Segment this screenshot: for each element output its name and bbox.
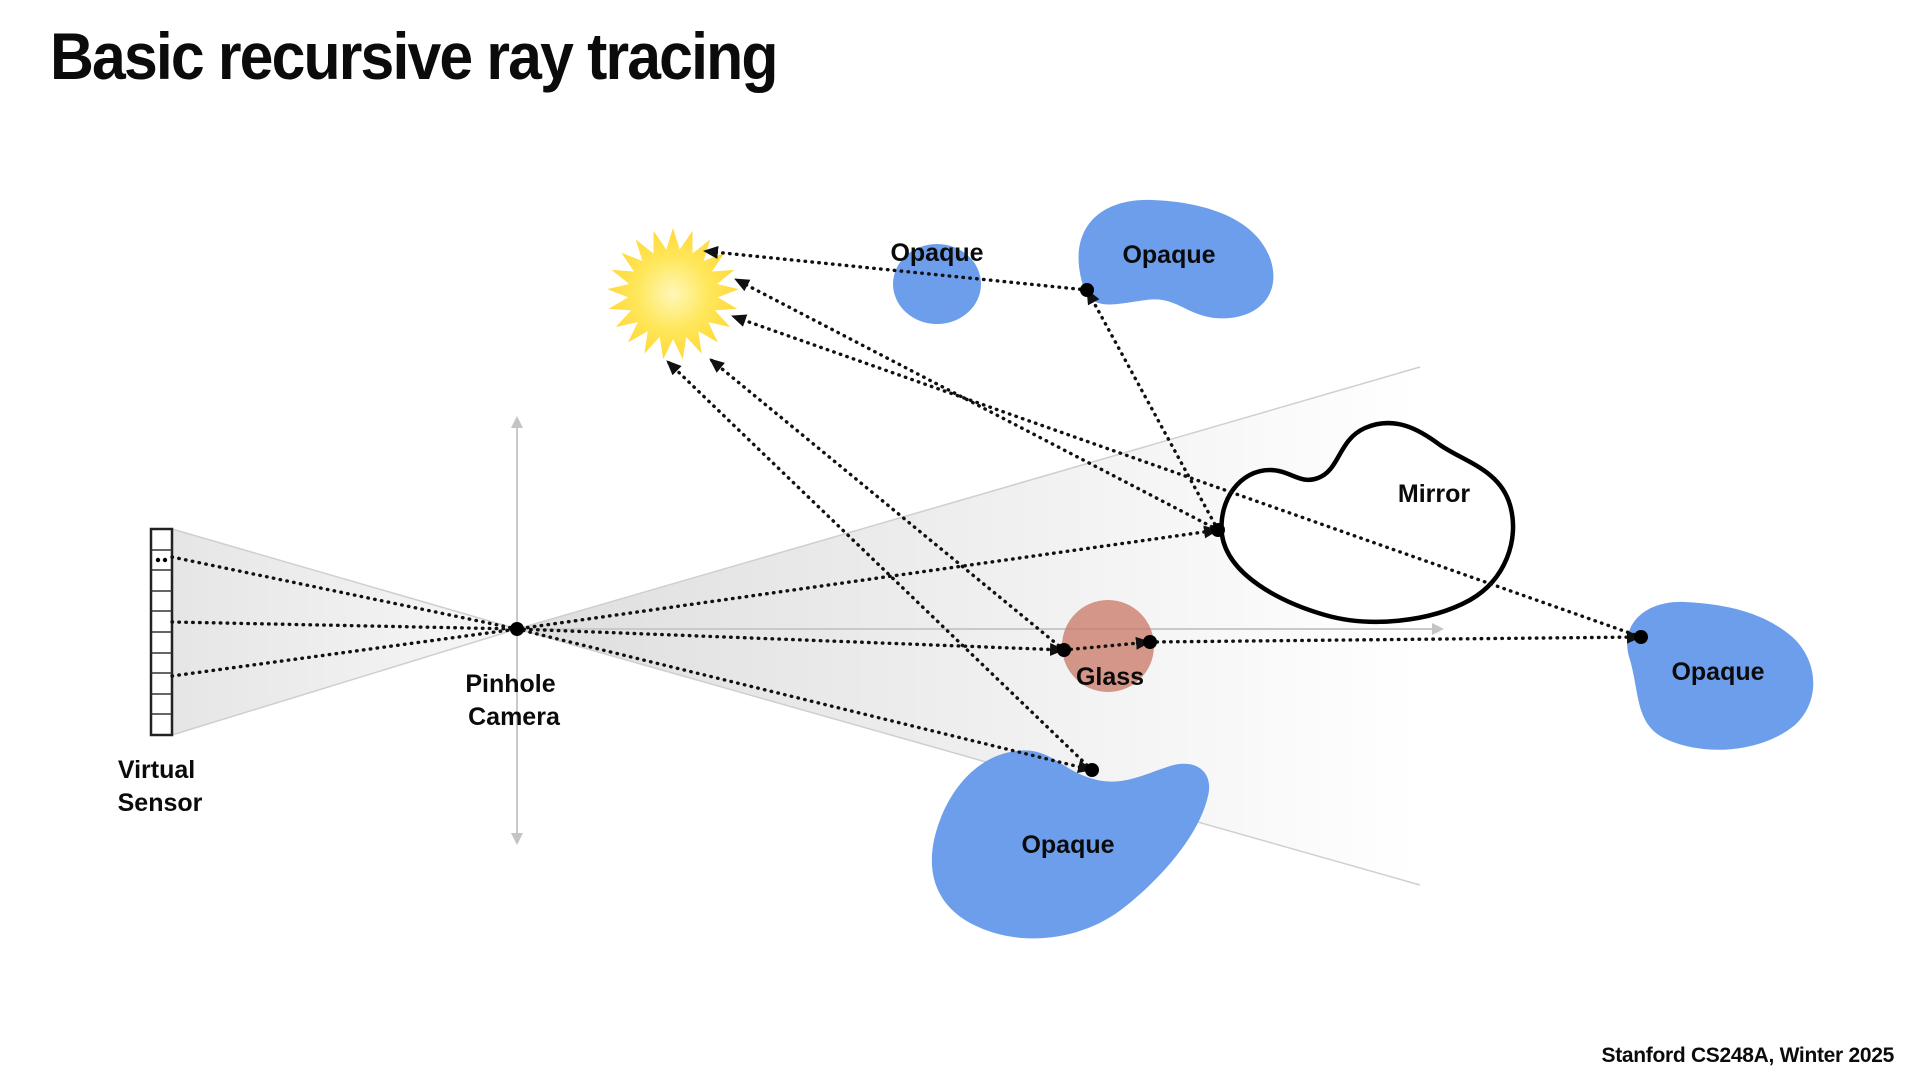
frustum-edge-bottom-left	[171, 628, 518, 736]
sensor-pixel-dot	[155, 557, 161, 563]
opaque-small-label: Opaque	[890, 239, 983, 267]
hit-point-right-opaque	[1634, 630, 1648, 644]
frustum-edge-bottom-right	[516, 628, 1421, 886]
opaque-bottom-label: Opaque	[1021, 831, 1114, 859]
glass-label: Glass	[1076, 663, 1144, 691]
opaque-top-label: Opaque	[1122, 241, 1215, 269]
sun-light-icon	[607, 228, 739, 360]
hit-point-top-opaque	[1080, 283, 1094, 297]
virtual-sensor-label-line1: Virtual	[118, 756, 195, 784]
pinhole-point	[510, 622, 524, 636]
hit-points	[510, 283, 1648, 777]
frustum-edge-top-left	[171, 528, 518, 630]
opaque-object-small	[893, 244, 981, 324]
slide-title: Basic recursive ray tracing	[50, 19, 778, 93]
glass-object	[1062, 600, 1154, 692]
slide-footer: Stanford CS248A, Winter 2025	[1601, 1044, 1894, 1067]
frustum-right-region	[517, 367, 1420, 885]
shadow-ray-from-top-opaque	[702, 245, 1089, 292]
primary-ray-to-mirror	[170, 525, 1220, 678]
mirror-object	[1219, 420, 1516, 624]
shadow-ray-from-bottom-opaque	[665, 359, 1094, 772]
opaque-object-bottom	[931, 750, 1210, 939]
diagram-labels: Virtual Sensor Pinhole Camera Opaque Opa…	[118, 239, 1765, 859]
refracted-ray-inside-glass	[1062, 636, 1152, 652]
virtual-sensor	[149, 527, 174, 737]
virtual-sensor-label: Virtual Sensor	[118, 756, 203, 817]
hit-point-mirror	[1211, 523, 1225, 537]
pinhole-camera-label: Pinhole Camera	[465, 670, 562, 731]
hit-point-glass-entry	[1057, 643, 1071, 657]
transmitted-ray-to-right-opaque	[1148, 630, 1643, 644]
scene-objects	[893, 199, 1814, 939]
pinhole-camera-label-line1: Pinhole	[465, 670, 555, 698]
camera-frustum	[171, 366, 1421, 886]
hit-point-bottom-opaque	[1085, 763, 1099, 777]
shadow-ray-from-mirror	[733, 277, 1220, 532]
opaque-object-top	[1078, 199, 1274, 319]
frustum-left-triangle	[172, 529, 517, 735]
reflected-ray-to-top-opaque	[1085, 288, 1220, 532]
frustum-edge-top-right	[516, 366, 1421, 630]
virtual-sensor-label-line2: Sensor	[118, 789, 203, 817]
sensor-pixel-dot	[162, 557, 168, 563]
shadow-ray-from-glass	[708, 357, 1066, 652]
opaque-object-right	[1627, 601, 1814, 750]
pinhole-camera-label-line2: Camera	[468, 703, 561, 731]
hit-point-glass-exit	[1143, 635, 1157, 649]
shadow-ray-from-right-opaque	[730, 314, 1643, 639]
mirror-label: Mirror	[1398, 480, 1471, 508]
opaque-right-label: Opaque	[1671, 658, 1764, 686]
